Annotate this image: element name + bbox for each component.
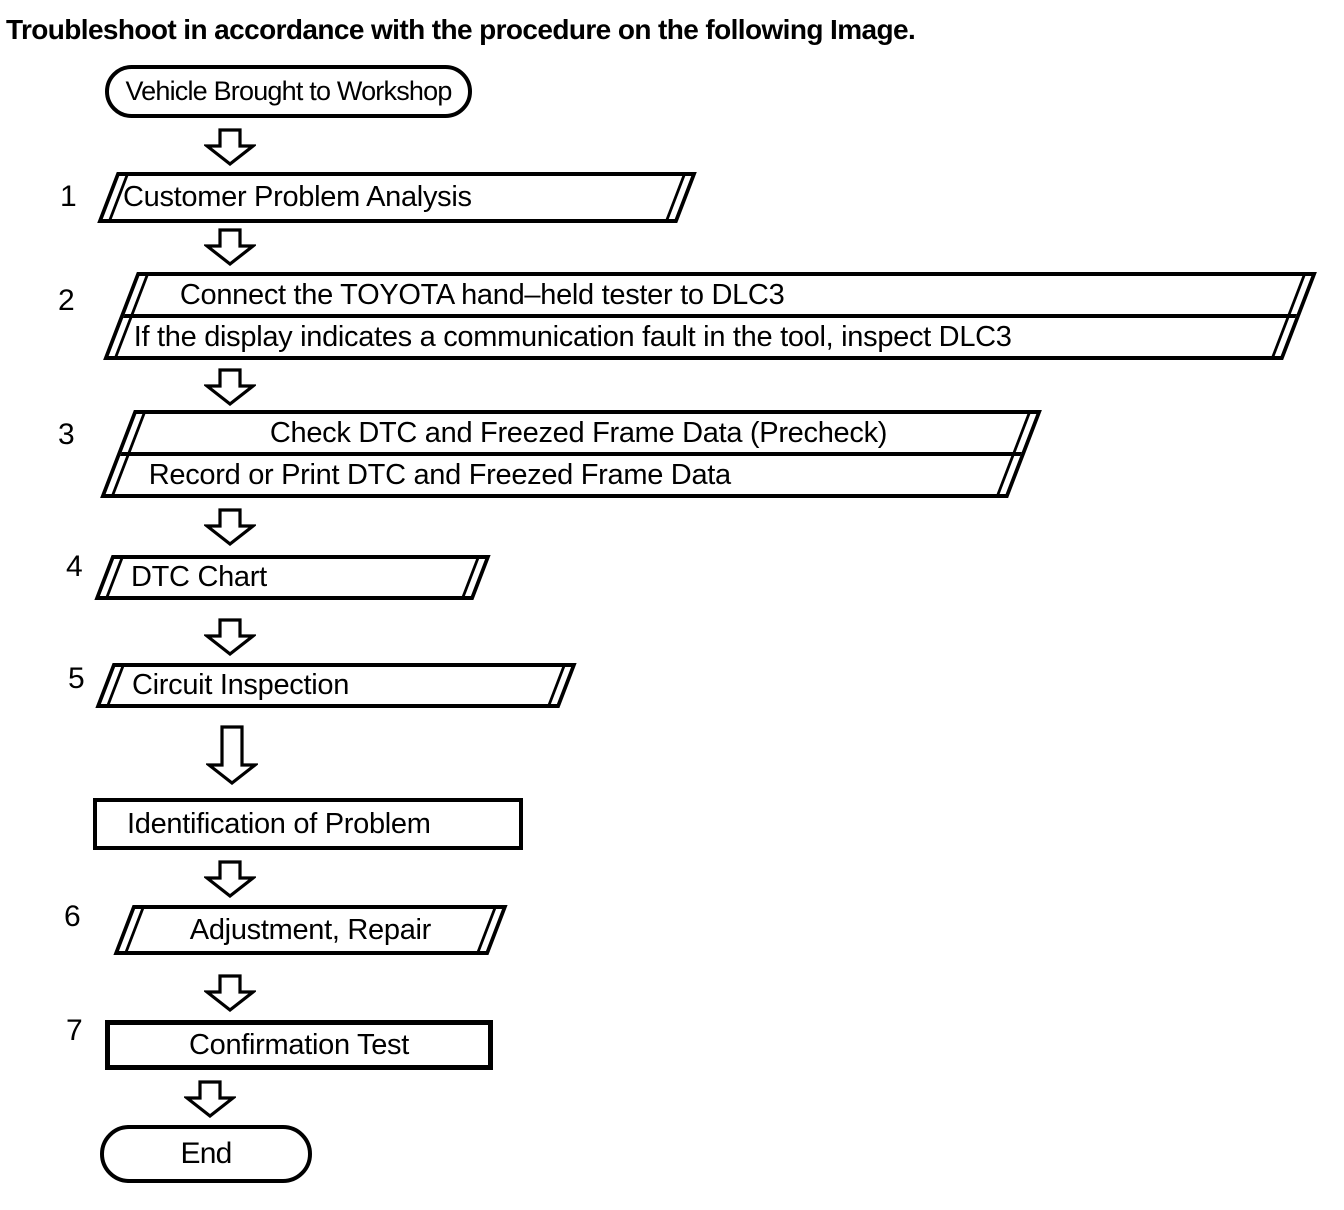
flow-step-4-box: DTC Chart — [94, 555, 491, 600]
down-arrow-icon — [204, 618, 256, 656]
end-label: End — [180, 1137, 233, 1170]
step-number-3: 3 — [58, 418, 75, 451]
flow-step-5-row: Circuit Inspection — [101, 667, 571, 704]
flow-step-2-label-1: Connect the TOYOTA hand–held tester to D… — [180, 278, 785, 311]
flow-step-1-row: Customer Problem Analysis — [103, 176, 692, 219]
down-arrow-icon — [204, 860, 256, 898]
start-terminator: Vehicle Brought to Workshop — [105, 65, 472, 118]
flow-step-4-label: DTC Chart — [131, 561, 267, 593]
down-arrow-icon — [204, 508, 256, 546]
flow-step-6-box: Adjustment, Repair — [113, 905, 508, 955]
flow-step-1-label: Customer Problem Analysis — [123, 181, 472, 213]
flow-step-4-row: DTC Chart — [100, 559, 485, 596]
flow-step-3-label-1: Check DTC and Freezed Frame Data (Preche… — [270, 416, 888, 449]
step-number-4: 4 — [66, 550, 83, 583]
flow-step-2-row-1: Connect the TOYOTA hand–held tester to D… — [125, 276, 1312, 314]
step-number-7: 7 — [66, 1014, 83, 1047]
flow-step-6-row: Adjustment, Repair — [119, 909, 502, 951]
down-arrow-icon — [206, 725, 258, 785]
down-arrow-icon — [204, 368, 256, 406]
identification-label: Identification of Problem — [127, 807, 431, 840]
down-arrow-icon — [204, 974, 256, 1012]
flow-step-3-row-2: Record or Print DTC and Freezed Frame Da… — [105, 452, 1022, 494]
end-terminator: End — [100, 1125, 312, 1183]
down-arrow-icon — [204, 228, 256, 266]
step-number-5: 5 — [68, 662, 85, 695]
intro-text: Troubleshoot in accordance with the proc… — [6, 14, 916, 45]
identification-box: Identification of Problem — [93, 798, 523, 850]
step-number-1: 1 — [60, 180, 77, 213]
flow-step-6-label: Adjustment, Repair — [189, 913, 432, 946]
flow-step-5-label: Circuit Inspection — [132, 669, 350, 701]
flow-step-2-label-2: If the display indicates a communication… — [133, 320, 1012, 353]
start-label: Vehicle Brought to Workshop — [125, 76, 452, 106]
flow-step-7-box: Confirmation Test — [105, 1020, 493, 1070]
down-arrow-icon — [204, 128, 256, 166]
step-number-6: 6 — [64, 900, 81, 933]
flow-step-5-box: Circuit Inspection — [95, 663, 577, 708]
flow-step-1-box: Customer Problem Analysis — [97, 172, 697, 223]
flow-step-7-label: Confirmation Test — [188, 1028, 410, 1061]
flow-step-3-box: Check DTC and Freezed Frame Data (Preche… — [100, 410, 1042, 498]
flow-step-3-row-1: Check DTC and Freezed Frame Data (Preche… — [122, 414, 1037, 452]
step-number-2: 2 — [58, 284, 75, 317]
flow-step-2-row-2: If the display indicates a communication… — [108, 314, 1297, 356]
flow-step-3-label-2: Record or Print DTC and Freezed Frame Da… — [148, 458, 732, 491]
down-arrow-icon — [184, 1080, 236, 1118]
flow-step-2-box: Connect the TOYOTA hand–held tester to D… — [103, 272, 1317, 360]
